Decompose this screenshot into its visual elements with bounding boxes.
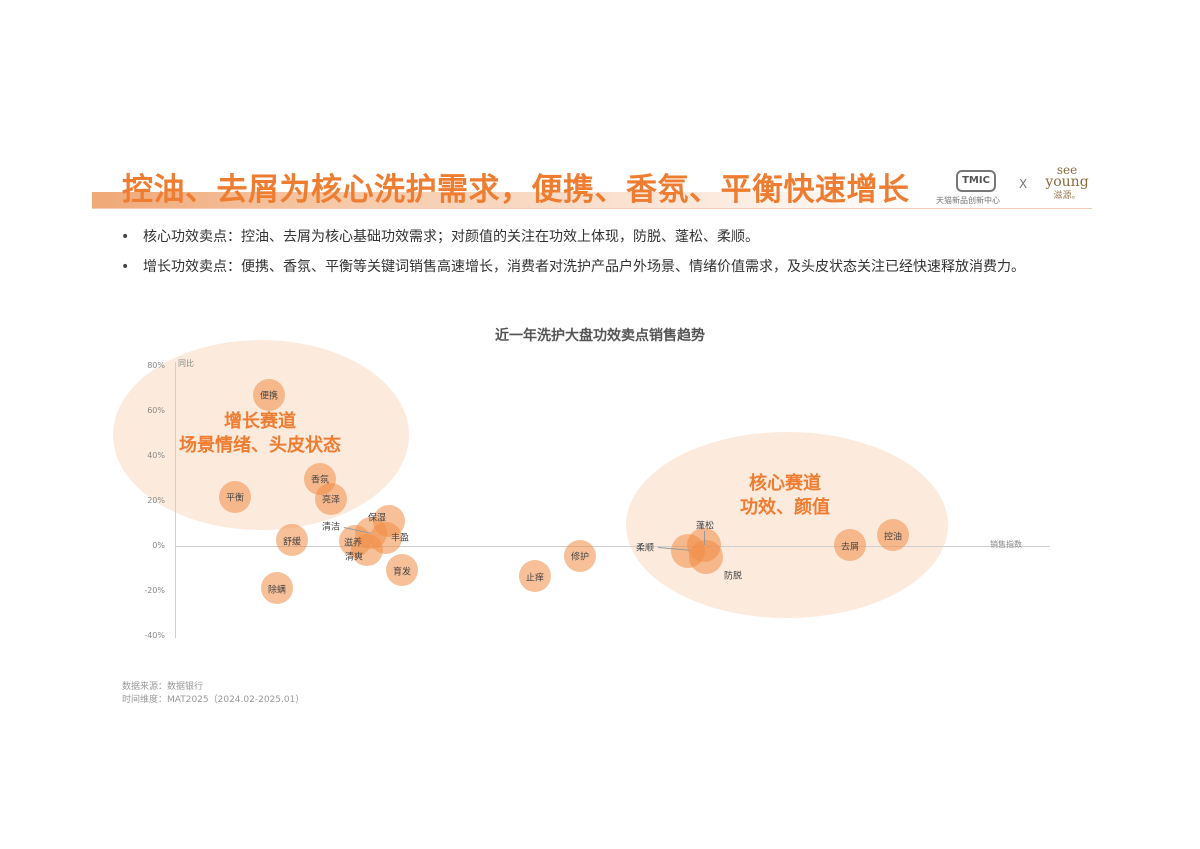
growth-zone-label: 增长赛道 场景情绪、头皮状态 (160, 410, 360, 458)
data-point-label: 平衡 (225, 493, 245, 504)
y-tick: 60% (147, 406, 165, 415)
tmic-logo-mark: TMIC (956, 170, 996, 192)
data-point-label: 柔顺 (635, 543, 655, 554)
data-point-label: 除螨 (267, 585, 287, 596)
seeyoung-logo-line1: see (1056, 163, 1078, 177)
x-axis-label: 销售指数 (990, 540, 1022, 549)
data-point-label: 丰盈 (390, 533, 410, 544)
data-point-label: 清爽 (344, 552, 364, 563)
title-divider (92, 208, 1092, 209)
data-point-label: 修护 (570, 552, 590, 563)
y-tick: 80% (147, 361, 165, 370)
data-point-label: 止痒 (525, 573, 545, 584)
summary-bullets: 核心功效卖点：控油、去屑为核心基础功效需求；对颜值的关注在功效上体现，防脱、蓬松… (118, 226, 1078, 286)
data-point-bubble (276, 524, 308, 556)
data-point-bubble (261, 572, 293, 604)
leader-line-pengsong (704, 531, 705, 545)
title-highlight-bar (92, 192, 922, 208)
page-title: 控油、去屑为核心洗护需求，便携、香氛、平衡快速增长 (122, 172, 910, 208)
data-point-label: 控油 (883, 532, 903, 543)
y-tick: 20% (147, 496, 165, 505)
data-point-bubble (253, 379, 285, 411)
y-tick: 0% (152, 541, 165, 550)
core-zone-label: 核心赛道 功效、颜值 (705, 472, 865, 520)
growth-zone-subtitle: 场景情绪、头皮状态 (179, 435, 341, 456)
bullet-core: 核心功效卖点：控油、去屑为核心基础功效需求；对颜值的关注在功效上体现，防脱、蓬松… (118, 226, 1078, 248)
y-tick: 40% (147, 451, 165, 460)
chart-title: 近一年洗护大盘功效卖点销售趋势 (495, 328, 705, 344)
core-zone-title: 核心赛道 (749, 473, 821, 494)
tmic-logo: TMIC 天猫新品创新中心 (936, 168, 1006, 208)
x-axis (175, 546, 1050, 547)
y-axis-label: 同比 (178, 359, 194, 368)
core-zone-subtitle: 功效、颜值 (740, 497, 830, 518)
data-point-label: 防脱 (723, 571, 743, 582)
seeyoung-logo: see young 滋源。 (1042, 164, 1092, 202)
tmic-logo-subtitle: 天猫新品创新中心 (936, 196, 1000, 205)
y-axis (175, 362, 176, 638)
data-point-bubble (219, 481, 251, 513)
seeyoung-logo-cn: 滋源。 (1053, 191, 1081, 201)
data-point-bubble (315, 483, 347, 515)
data-point-bubble (386, 554, 418, 586)
data-point-label: 香氛 (310, 475, 330, 486)
data-point-label: 保湿 (367, 513, 387, 524)
data-point-label: 蓬松 (695, 521, 715, 532)
logo-separator: X (1019, 177, 1028, 191)
data-point-label: 去屑 (840, 542, 860, 553)
data-point-label: 育发 (392, 567, 412, 578)
data-point-label: 便携 (259, 391, 279, 402)
time-range: 时间维度：MAT2025（2024.02-2025.01） (122, 695, 305, 705)
data-point-label: 滋养 (343, 538, 363, 549)
title-block: 控油、去屑为核心洗护需求，便携、香氛、平衡快速增长 (92, 162, 1092, 212)
data-source-note: 数据来源：数据银行 时间维度：MAT2025（2024.02-2025.01） (122, 681, 304, 707)
growth-zone (113, 340, 409, 530)
data-point-bubble (351, 534, 383, 566)
y-tick: -40% (144, 631, 165, 640)
data-point-bubble (519, 560, 551, 592)
y-tick: -20% (144, 586, 165, 595)
seeyoung-logo-line2: young (1045, 174, 1089, 190)
data-source: 数据来源：数据银行 (122, 682, 204, 692)
data-point-bubble (564, 540, 596, 572)
bullet-growth: 增长功效卖点：便携、香氛、平衡等关键词销售高速增长，消费者对洗护产品户外场景、情… (118, 256, 1078, 278)
data-point-bubble (689, 540, 723, 574)
data-point-label: 清洁 (321, 522, 341, 533)
data-point-label: 舒缓 (282, 537, 302, 548)
data-point-bubble (877, 519, 909, 551)
data-point-bubble (834, 529, 866, 561)
growth-zone-title: 增长赛道 (224, 411, 296, 432)
data-point-label: 亮泽 (321, 495, 341, 506)
